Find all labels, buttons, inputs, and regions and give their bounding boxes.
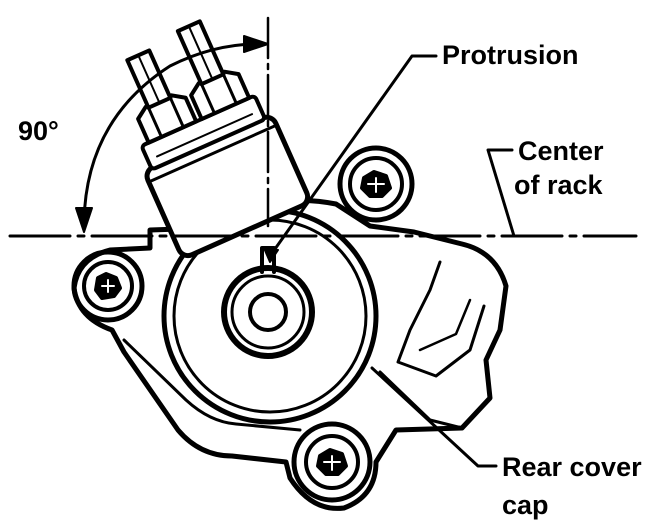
protrusion-label: Protrusion: [442, 40, 579, 70]
bolt-boss-bottom: [291, 421, 373, 503]
protrusion-arrow-icon: [263, 247, 279, 263]
housing-lower-edge: [378, 370, 464, 430]
center-leader: [486, 148, 516, 238]
angle-arc: [82, 42, 260, 224]
bolt-boss-right: [337, 145, 415, 223]
cap-ring-mid: [230, 274, 306, 350]
rear-cover-cap-label-line2: cap: [502, 490, 549, 520]
housing-right-flank: [396, 260, 486, 378]
protrusion-leader: [268, 54, 438, 258]
center-of-rack-label-line2: of rack: [514, 170, 604, 200]
rear-cover-cap-label-line1: Rear cover: [502, 452, 642, 482]
cap-ring-outer: [221, 265, 315, 359]
rear-cover-leader: [370, 366, 498, 468]
cap-center-hole: [248, 292, 288, 332]
bolt-boss-left: [71, 249, 145, 323]
arc-arrow-down-icon: [75, 207, 93, 233]
housing-inner-line: [122, 338, 302, 432]
angle-label: 90°: [18, 116, 59, 146]
center-of-rack-label-line1: Center: [518, 136, 604, 166]
housing-right-inner: [418, 298, 472, 352]
arc-arrow-right-icon: [243, 35, 269, 53]
